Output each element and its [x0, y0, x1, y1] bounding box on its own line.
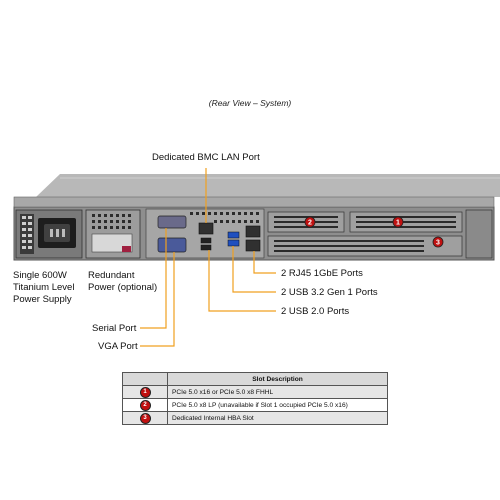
- table-header-row: Slot Description: [122, 372, 388, 386]
- svg-text:2: 2: [308, 220, 312, 227]
- label-usb20: 2 USB 2.0 Ports: [281, 306, 350, 317]
- svg-text:3: 3: [436, 240, 440, 247]
- slot-description-table: Slot Description 1 PCIe 5.0 x16 or PCIe …: [122, 372, 388, 425]
- usb3-port-icon: [227, 231, 240, 239]
- label-redundant-line2: Power (optional): [88, 282, 158, 293]
- label-redundant-line1: Redundant: [88, 270, 135, 281]
- slot-badge-icon: 2: [139, 399, 151, 411]
- label-usb32: 2 USB 3.2 Gen 1 Ports: [281, 287, 378, 298]
- callout-line-vga: [140, 252, 175, 347]
- label-psu-line3: Power Supply: [13, 294, 72, 305]
- callout-line-usb20: [208, 250, 276, 312]
- table-row: 1 PCIe 5.0 x16 or PCIe 5.0 x8 FHHL: [122, 385, 388, 399]
- slot-badge-icon: 3: [139, 412, 151, 424]
- chassis-top: [36, 174, 500, 197]
- table-row: 3 Dedicated Internal HBA Slot: [122, 411, 388, 425]
- label-vga: VGA Port: [98, 341, 138, 352]
- label-rj45: 2 RJ45 1GbE Ports: [281, 268, 363, 279]
- table-header: Slot Description: [167, 372, 388, 386]
- usb2-port-icon: [200, 237, 212, 244]
- vga-port-icon: [157, 237, 187, 253]
- callout-lines: [140, 168, 276, 347]
- label-psu-line2: Titanium Level: [13, 282, 75, 293]
- table-cell-desc: Dedicated Internal HBA Slot: [167, 411, 388, 425]
- redundant-psu-bay: [85, 209, 141, 259]
- table-row: 2 PCIe 5.0 x8 LP (unavailable if Slot 1 …: [122, 398, 388, 412]
- callout-line-serial: [140, 228, 167, 329]
- svg-text:1: 1: [396, 220, 400, 227]
- callout-line-usb32: [232, 246, 276, 293]
- bmc-lan-port-icon: [198, 222, 214, 235]
- slot-badge-2: 2: [304, 216, 316, 228]
- slot-badge-1: 1: [392, 216, 404, 228]
- rj45-port-icon: [245, 225, 261, 238]
- expansion-slots: [267, 209, 493, 259]
- view-caption: (Rear View – System): [208, 98, 292, 108]
- label-bmc-lan: Dedicated BMC LAN Port: [152, 152, 260, 163]
- callout-line-rj45: [253, 251, 276, 274]
- slot-badge-icon: 1: [139, 386, 151, 398]
- label-serial: Serial Port: [92, 323, 137, 334]
- table-cell-desc: PCIe 5.0 x8 LP (unavailable if Slot 1 oc…: [167, 398, 388, 412]
- slot-badge-3: 3: [432, 236, 444, 248]
- power-supply: [15, 209, 83, 259]
- label-psu-line1: Single 600W: [13, 270, 67, 281]
- serial-port-icon: [157, 215, 187, 229]
- table-cell-desc: PCIe 5.0 x16 or PCIe 5.0 x8 FHHL: [167, 385, 388, 399]
